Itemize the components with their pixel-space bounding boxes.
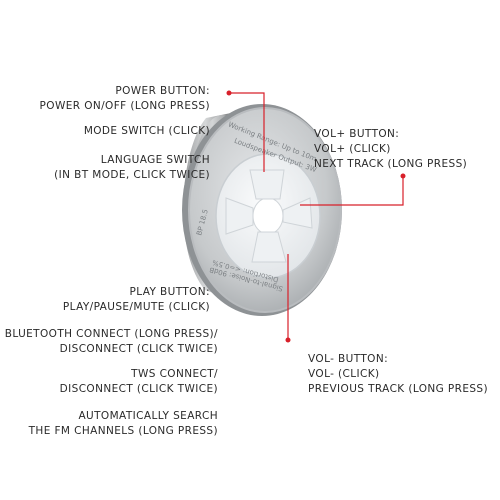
- callout-power-dot: [226, 90, 232, 96]
- callout-lines: [229, 92, 404, 340]
- button-cap: [215, 153, 321, 279]
- fm-search-label: AUTOMATICALLY SEARCH THE FM CHANNELS (LO…: [28, 410, 218, 437]
- vol-minus-button-label: VOL- BUTTON: VOL- (CLICK) PREVIOUS TRACK…: [308, 353, 488, 395]
- vol-minus-segment[interactable]: [251, 231, 287, 263]
- callout-volminus-dot: [285, 337, 291, 343]
- callout-dots: [226, 90, 406, 343]
- vol-plus-button-label: VOL+ BUTTON: VOL+ (CLICK) NEXT TRACK (LO…: [314, 128, 468, 170]
- mode-segment[interactable]: [249, 169, 285, 200]
- power-button-label: POWER BUTTON: POWER ON/OFF (LONG PRESS): [39, 85, 210, 112]
- language-switch-label: LANGUAGE SWITCH (IN BT MODE, CLICK TWICE…: [54, 154, 210, 181]
- play-segment[interactable]: [225, 197, 254, 235]
- bluetooth-connect-label: BLUETOOTH CONNECT (LONG PRESS)/ DISCONNE…: [4, 328, 218, 355]
- callout-power: [229, 92, 265, 172]
- play-button-label: PLAY BUTTON: PLAY/PAUSE/MUTE (CLICK): [62, 286, 210, 313]
- mode-switch-label: MODE SWITCH (CLICK): [83, 125, 210, 137]
- callout-volplus: [300, 176, 404, 206]
- tws-connect-label: TWS CONNECT/ DISCONNECT (CLICK TWICE): [59, 368, 218, 395]
- callout-volplus-dot: [400, 173, 406, 179]
